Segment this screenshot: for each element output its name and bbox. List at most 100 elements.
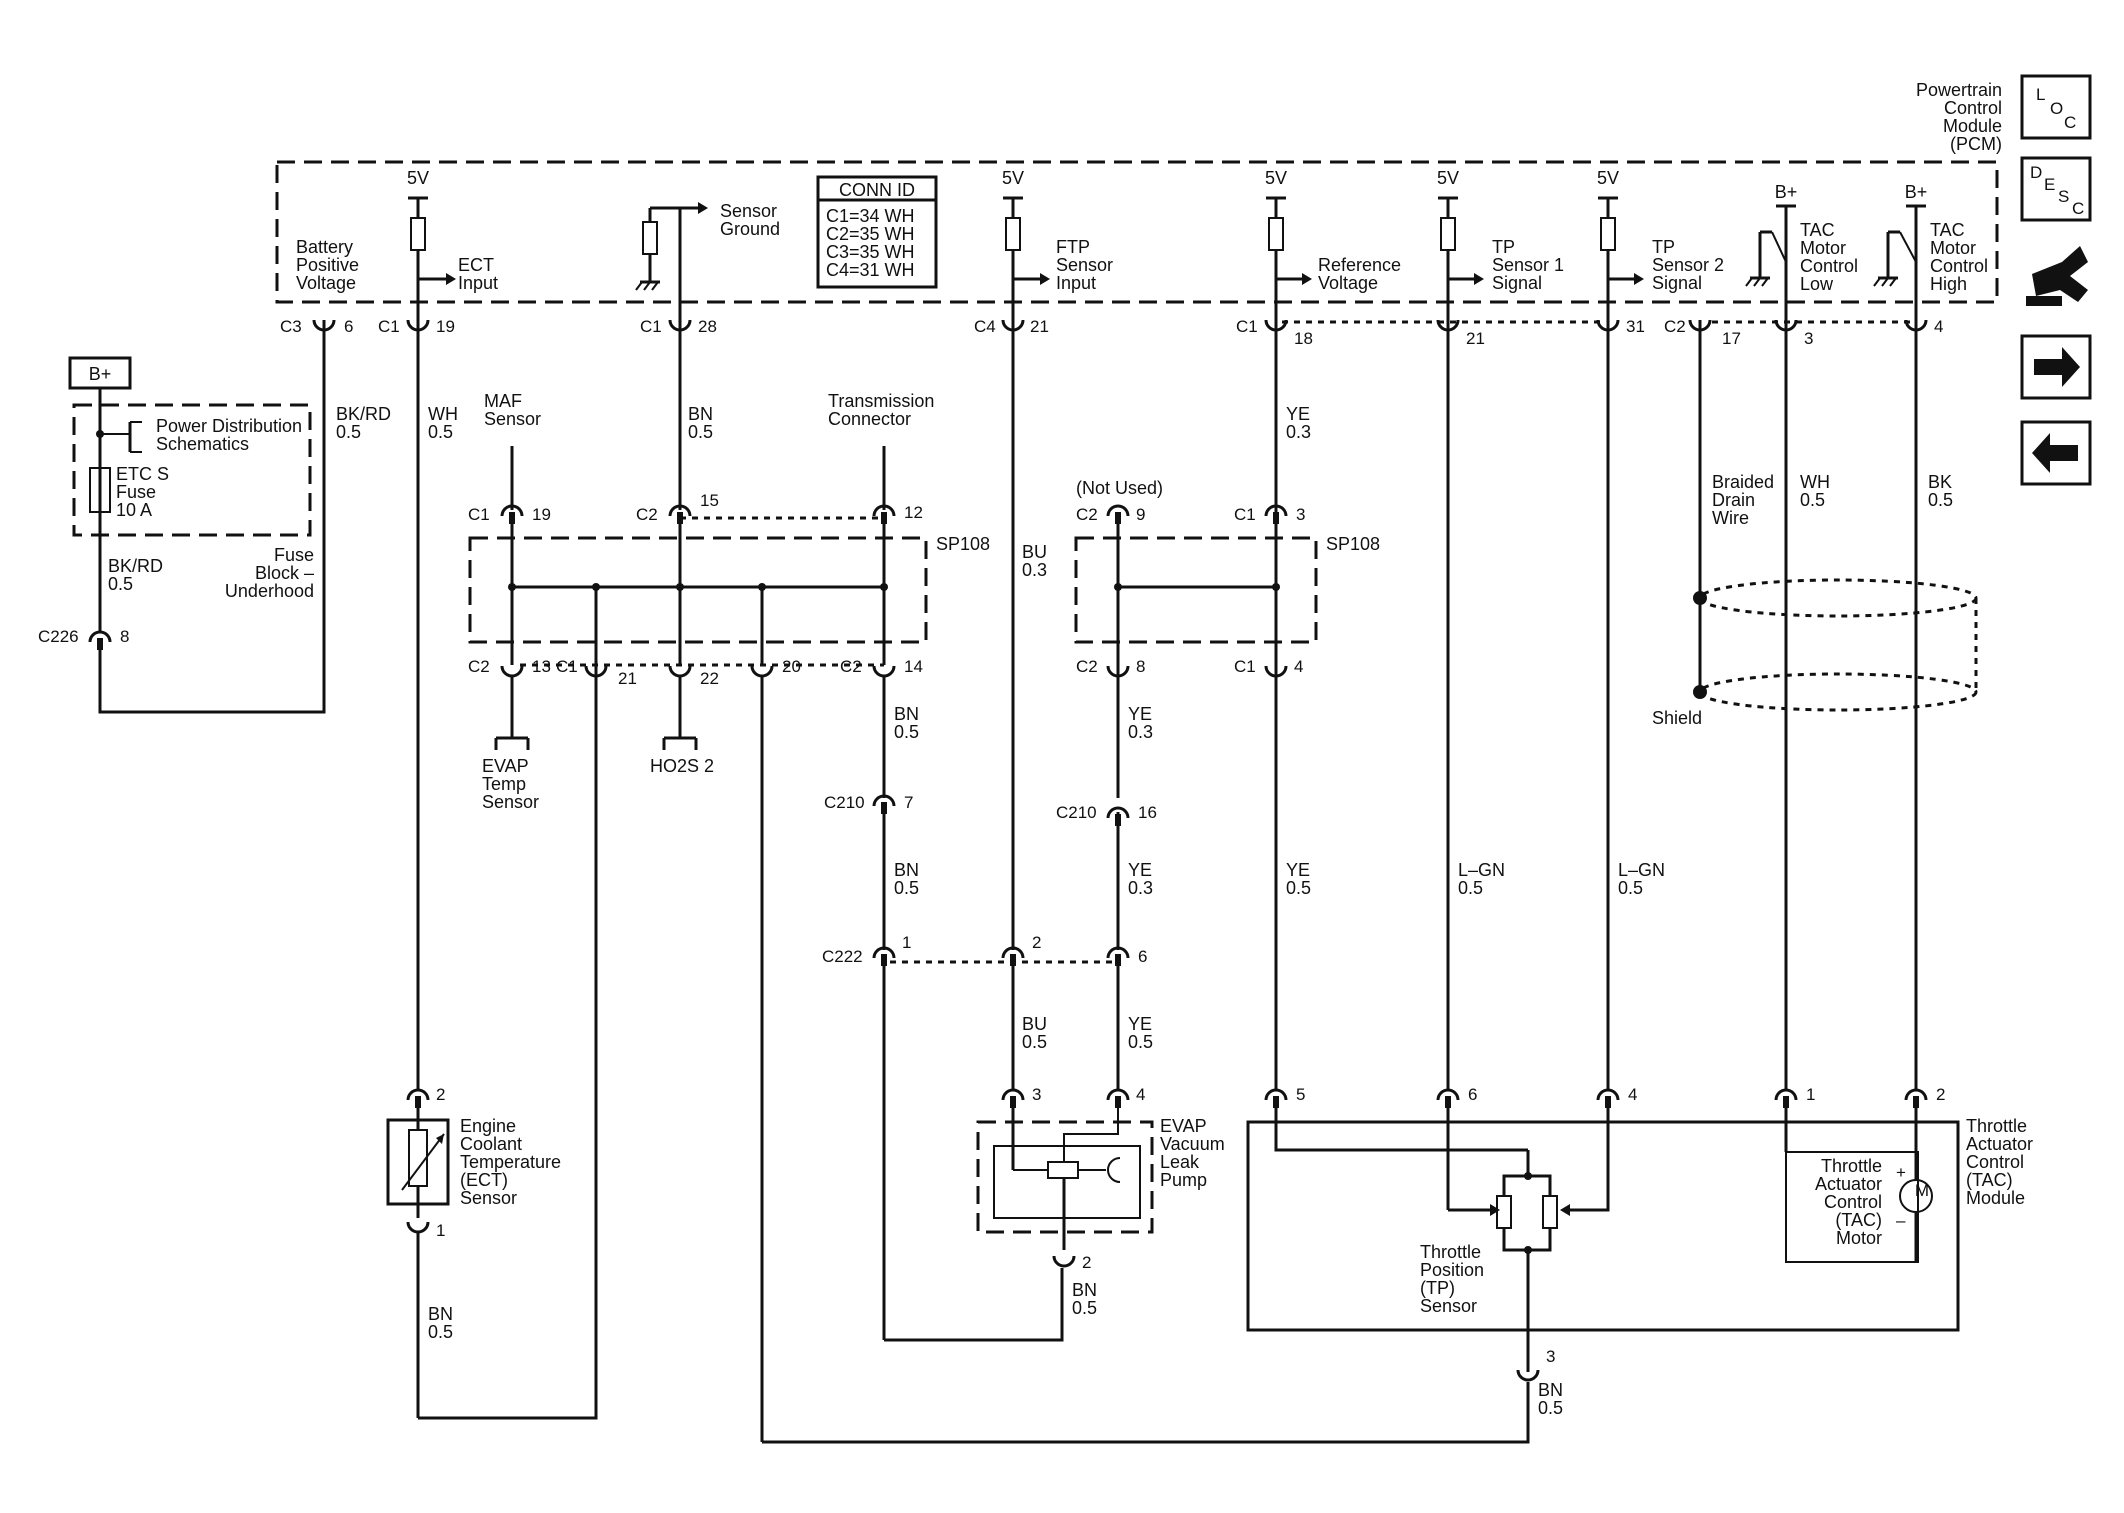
connector-pin <box>1106 665 1130 678</box>
connector-pin <box>584 665 608 678</box>
pin-label: 3 <box>1032 1085 1041 1104</box>
pcm-label: Motor <box>1800 238 1846 258</box>
conn-id-line: C4=31 WH <box>826 260 915 280</box>
pin-label: C4 <box>974 317 996 336</box>
wire-label: 0.5 <box>894 722 919 742</box>
pcm-label: Sensor <box>720 201 777 221</box>
pcm-label: ECT <box>458 255 494 275</box>
connector-pin <box>750 665 774 678</box>
pin-label: 6 <box>344 317 353 336</box>
connector-pin-stub <box>97 638 103 650</box>
pin-label: 19 <box>532 505 551 524</box>
braided-label: Braided <box>1712 472 1774 492</box>
wire-label: 0.5 <box>1072 1298 1097 1318</box>
trans-label: Transmission <box>828 391 934 411</box>
pin-label: 21 <box>618 669 637 688</box>
connector-pin-stub <box>1605 1096 1611 1108</box>
wire-label: 0.5 <box>1928 490 1953 510</box>
conn-id-table: CONN ID C1=34 WH C2=35 WH C3=35 WH C4=31… <box>816 175 938 289</box>
pin-label: C3 <box>280 317 302 336</box>
connector-pin <box>872 665 896 678</box>
wire-label: 0.3 <box>1286 422 1311 442</box>
connector-pin <box>1264 1088 1288 1101</box>
wire-label: 0.5 <box>336 422 361 442</box>
pcm-label: Control <box>1800 256 1858 276</box>
wire-label: YE <box>1286 404 1310 424</box>
pin-label: 9 <box>1136 505 1145 524</box>
pcm-label: Voltage <box>1318 273 1378 293</box>
pin-label: 4 <box>1136 1085 1145 1104</box>
connector-pin-stub <box>1010 954 1016 966</box>
connector-label: C222 <box>822 947 863 966</box>
wire-label: 0.5 <box>1458 878 1483 898</box>
pin-label: 20 <box>782 657 801 676</box>
evap-temp-label: Sensor <box>482 792 539 812</box>
pcm-label: Sensor 2 <box>1652 255 1724 275</box>
pin-label: C1 <box>640 317 662 336</box>
pcm-tac-low: B+ TAC Motor Control Low <box>1745 182 1858 320</box>
ect-sensor: 2 1 Engine Coolant Temperature (ECT) Sen… <box>386 1085 561 1240</box>
connector-pin-stub <box>677 512 683 524</box>
supply-5v: 5V <box>407 168 429 188</box>
connector-pin <box>500 504 524 517</box>
evap-pump-label: EVAP <box>1160 1116 1207 1136</box>
pcm-boundary <box>275 160 1999 304</box>
connector-label: C210 <box>824 793 865 812</box>
pin-label: 1 <box>902 933 911 952</box>
connector-pin <box>1904 1088 1928 1101</box>
pcm-label: TAC <box>1930 220 1965 240</box>
tp-sensor-label: Throttle <box>1420 1242 1481 1262</box>
next-arrow-icon[interactable] <box>2020 334 2092 400</box>
wire-label: BN <box>1538 1380 1563 1400</box>
wire-label: BK/RD <box>108 556 163 576</box>
supply-5v: 5V <box>1437 168 1459 188</box>
pcm-label: Reference <box>1318 255 1401 275</box>
connector-pin-stub <box>881 802 887 814</box>
pin-label: 2 <box>1936 1085 1945 1104</box>
evap-pump-label: Vacuum <box>1160 1134 1225 1154</box>
conn-id-line: C2=35 WH <box>826 224 915 244</box>
previous-arrow-icon[interactable] <box>2020 420 2092 486</box>
connector-pin <box>406 1088 430 1101</box>
pin-label: 4 <box>1294 657 1303 676</box>
connector-pin <box>500 665 524 678</box>
connector-icon[interactable] <box>2026 246 2088 306</box>
splice-label: SP108 <box>936 534 990 554</box>
loc-icon[interactable]: L O C <box>2020 74 2092 140</box>
pin-label: C1 <box>1234 657 1256 676</box>
tac-module-label: Control <box>1966 1152 2024 1172</box>
pin-label: 4 <box>1628 1085 1637 1104</box>
desc-icon[interactable]: D E S C <box>2020 156 2092 222</box>
ect-label: (ECT) <box>460 1170 508 1190</box>
wire-label: 0.5 <box>1286 878 1311 898</box>
pcm-label: Low <box>1800 274 1834 294</box>
pin-label: 1 <box>1806 1085 1815 1104</box>
evap-temp-label: Temp <box>482 774 526 794</box>
connector-pin-stub <box>1115 512 1121 524</box>
desc-letter: C <box>2072 199 2084 218</box>
connector-pin-stub <box>415 1096 421 1108</box>
pin-label: 6 <box>1138 947 1147 966</box>
pin-label: 3 <box>1804 329 1813 348</box>
supply-5v: 5V <box>1265 168 1287 188</box>
wire-label: BN <box>894 704 919 724</box>
ect-label: Sensor <box>460 1188 517 1208</box>
maf-label: Sensor <box>484 409 541 429</box>
pcm-label: FTP <box>1056 237 1090 257</box>
tp-sensor-label: Position <box>1420 1260 1484 1280</box>
trans-label: Connector <box>828 409 911 429</box>
wire-label: 0.3 <box>1022 560 1047 580</box>
conn-id-line: C3=35 WH <box>826 242 915 262</box>
pcm-label: Input <box>458 273 498 293</box>
connector-pin <box>872 946 896 959</box>
wire-label: L–GN <box>1458 860 1505 880</box>
wire-label: 0.3 <box>1128 722 1153 742</box>
wire-label: 0.5 <box>1128 1032 1153 1052</box>
pin-label: 18 <box>1294 329 1313 348</box>
pin-label: 21 <box>1030 317 1049 336</box>
wire-label: YE <box>1286 860 1310 880</box>
tp-sensor-label: Sensor <box>1420 1296 1477 1316</box>
connector-pin-stub <box>881 512 887 524</box>
pcm-label: Positive <box>296 255 359 275</box>
desc-letter: S <box>2058 187 2069 206</box>
